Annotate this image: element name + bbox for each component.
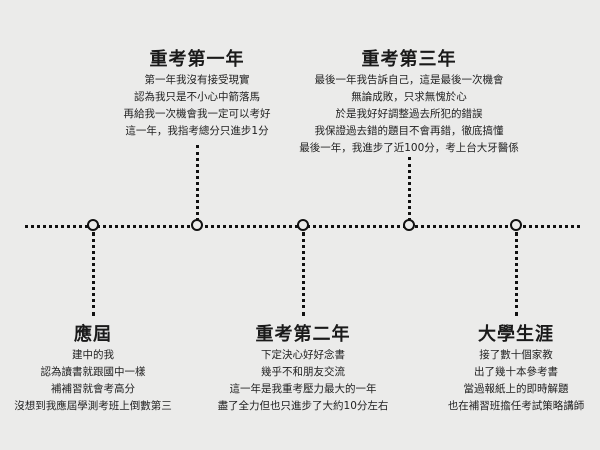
event-line: 補補習就會考高分 bbox=[51, 383, 135, 395]
event-retake3: 重考第三年 最後一年我告訴自己，這是最後一次機會 無論成敗，只求無愧於心 於是我… bbox=[269, 48, 549, 157]
event-line: 盡了全力但也只進步了大約10分左右 bbox=[217, 400, 389, 412]
timeline-node-university bbox=[510, 219, 522, 231]
event-line: 這一年，我指考總分只進步1分 bbox=[125, 125, 269, 137]
connector-yingjie bbox=[92, 232, 95, 316]
event-title: 應屆 bbox=[74, 324, 112, 345]
event-title: 重考第三年 bbox=[361, 49, 457, 70]
event-title: 大學生涯 bbox=[478, 324, 554, 345]
timeline-node-retake3 bbox=[403, 219, 415, 231]
event-line: 當過報紙上的即時解題 bbox=[463, 383, 569, 395]
event-line: 第一年我沒有接受現實 bbox=[144, 74, 250, 86]
event-line: 這一年是我重考壓力最大的一年 bbox=[229, 383, 377, 395]
connector-university bbox=[515, 232, 518, 316]
event-line: 再給我一次機會我一定可以考好 bbox=[123, 108, 271, 120]
event-line: 無論成敗，只求無愧於心 bbox=[351, 91, 467, 103]
event-title: 重考第一年 bbox=[149, 49, 245, 70]
timeline-node-retake2 bbox=[297, 219, 309, 231]
event-retake2: 重考第二年 下定決心好好念書 幾乎不和朋友交流 這一年是我重考壓力最大的一年 盡… bbox=[163, 323, 443, 415]
connector-retake1 bbox=[196, 145, 199, 221]
event-title: 重考第二年 bbox=[255, 324, 351, 345]
event-line: 幾乎不和朋友交流 bbox=[261, 366, 345, 378]
event-line: 建中的我 bbox=[72, 349, 114, 361]
event-line: 認為讀書就跟國中一樣 bbox=[40, 366, 146, 378]
event-university: 大學生涯 接了數十個家教 出了幾十本參考書 當過報紙上的即時解題 也在補習班擔任… bbox=[376, 323, 600, 415]
event-line: 認為我只是不小心中箭落馬 bbox=[134, 91, 260, 103]
event-line: 出了幾十本參考書 bbox=[474, 366, 558, 378]
event-line: 也在補習班擔任考試策略講師 bbox=[447, 400, 585, 412]
event-retake1: 重考第一年 第一年我沒有接受現實 認為我只是不小心中箭落馬 再給我一次機會我一定… bbox=[57, 48, 337, 140]
event-line: 沒想到我應屆學測考班上倒數第三 bbox=[14, 400, 172, 412]
connector-retake2 bbox=[302, 232, 305, 316]
event-line: 下定決心好好念書 bbox=[261, 349, 345, 361]
connector-retake3 bbox=[408, 157, 411, 221]
event-line: 最後一年我告訴自己，這是最後一次機會 bbox=[314, 74, 504, 86]
event-line: 於是我好好調整過去所犯的錯誤 bbox=[335, 108, 483, 120]
timeline-node-retake1 bbox=[191, 219, 203, 231]
event-line: 最後一年，我進步了近100分，考上台大牙醫係 bbox=[299, 142, 519, 154]
timeline-node-yingjie bbox=[87, 219, 99, 231]
event-line: 接了數十個家教 bbox=[479, 349, 553, 361]
event-line: 我保證過去錯的題目不會再錯，徹底搞懂 bbox=[314, 125, 504, 137]
event-yingjie: 應屆 建中的我 認為讀書就跟國中一樣 補補習就會考高分 沒想到我應屆學測考班上倒… bbox=[0, 323, 233, 415]
